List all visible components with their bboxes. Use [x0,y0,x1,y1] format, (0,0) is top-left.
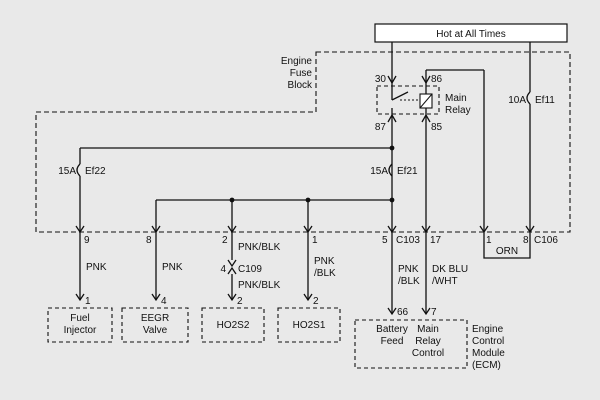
c103-pin-main-relay: 17 [430,235,442,246]
relay-pin-85: 85 [431,122,443,133]
fuse-block-label-line3: Block [288,80,313,91]
relay-pin-86: 86 [431,74,443,85]
ecm-relay-control-line2: Relay [415,336,441,347]
eegr-wire-color: PNK [162,262,183,273]
fuel-injector-circuit: PNK 1 [75,232,107,307]
relay-pin-30: 30 [375,74,387,85]
ecm-label-line1: Engine [472,324,504,335]
c103-pin-ho2s1: 1 [312,235,318,246]
eegr-label-line1: EEGR [141,313,169,324]
engine-fuse-block-label: Engine Fuse Block [281,56,313,91]
fuse-ef21-name: Ef21 [397,166,418,177]
fuse-ef22-rating: 15A [58,166,76,177]
ecm-pin-relay: 7 [431,307,437,318]
battery-feed-circuit: PNK /BLK 66 [387,232,420,318]
ecm-label-line4: (ECM) [472,360,501,371]
ho2s2-wire-color-upper: PNK/BLK [238,242,281,253]
eegr-pin: 4 [161,296,167,307]
ecm-pin-battery: 66 [397,307,409,318]
ho2s1-circuit: PNK /BLK 2 [303,232,336,307]
fuel-injector-pin: 1 [85,296,91,307]
ecm-label-line2: Control [472,336,504,347]
battery-feed-wire-color-line2: /BLK [398,276,420,287]
battery-feed-wire-color-line1: PNK [398,264,419,275]
c109-pin: 4 [220,264,226,275]
ho2s1-pin: 2 [313,296,319,307]
c106-pin-8: 8 [523,235,529,246]
c103-pin-ho2s2: 2 [222,235,228,246]
fuse-ef11: 10A Ef11 [508,42,555,232]
connector-c106: 1 8 C106 ORN [479,225,558,259]
ho2s1-wire-color-line1: PNK [314,256,335,267]
main-relay-control-circuit: DK BLU /WHT 7 [421,232,468,318]
fuel-injector-wire-color: PNK [86,262,107,273]
c103-name: C103 [396,235,420,246]
engine-control-module: Battery Feed Main Relay Control Engine C… [354,319,505,371]
c106-wire-color: ORN [496,246,518,257]
splice-bus [76,145,395,232]
c106-pin-1: 1 [486,235,492,246]
ecm-battery-feed-line2: Feed [381,336,404,347]
ho2s2-sensor: HO2S2 [201,307,265,343]
ecm-label-line3: Module [472,348,505,359]
ho2s2-pin: 2 [237,296,243,307]
eegr-label-line2: Valve [143,325,168,336]
eegr-valve: EEGR Valve [121,307,189,343]
c103-pin-fuel-injector: 9 [84,235,90,246]
main-relay: 30 86 87 85 Main Relay [375,42,485,232]
ho2s1-sensor: HO2S1 [277,307,341,343]
relay-pin-87: 87 [375,122,387,133]
fuse-ef21: 15A Ef21 [370,163,418,177]
fuse-ef11-rating: 10A [508,95,526,106]
ho2s2-circuit: PNK/BLK 4 C109 PNK/BLK 2 [220,232,281,307]
ecm-relay-control-line3: Control [412,348,444,359]
fuel-injector-label-line2: Injector [64,325,97,336]
fuse-ef22: 15A Ef22 [58,166,106,177]
fuse-ef11-name: Ef11 [535,95,555,106]
c103-pin-eegr: 8 [146,235,152,246]
ho2s1-wire-color-line2: /BLK [314,268,336,279]
main-relay-label-line1: Main [445,93,467,104]
ecm-battery-feed-line1: Battery [376,324,408,335]
ho2s2-label: HO2S2 [217,320,250,331]
main-relay-label-line2: Relay [445,105,471,116]
ho2s1-label: HO2S1 [293,320,326,331]
engine-fuse-block-outline [35,51,571,233]
main-relay-box [376,85,440,115]
c109-name: C109 [238,264,262,275]
eegr-circuit: PNK 4 [151,232,183,307]
main-relay-wire-color-line2: /WHT [432,276,458,287]
ecm-box [354,319,468,369]
hot-at-all-times-label: Hot at All Times [436,29,505,40]
fuse-ef21-rating: 15A [370,166,388,177]
fuse-ef22-name: Ef22 [85,166,106,177]
main-relay-wire-color-line1: DK BLU [432,264,468,275]
hot-at-all-times-bus: Hot at All Times [374,23,568,43]
ho2s2-wire-color-lower: PNK/BLK [238,280,281,291]
ecm-relay-control-line1: Main [417,324,439,335]
fuse-block-label-line1: Engine [281,56,313,67]
fuel-injector-label-line1: Fuel [70,313,89,324]
fuse-block-label-line2: Fuse [290,68,313,79]
c103-pin-battery-feed: 5 [382,235,388,246]
c106-name: C106 [534,235,558,246]
fuel-injector: Fuel Injector [47,307,113,343]
